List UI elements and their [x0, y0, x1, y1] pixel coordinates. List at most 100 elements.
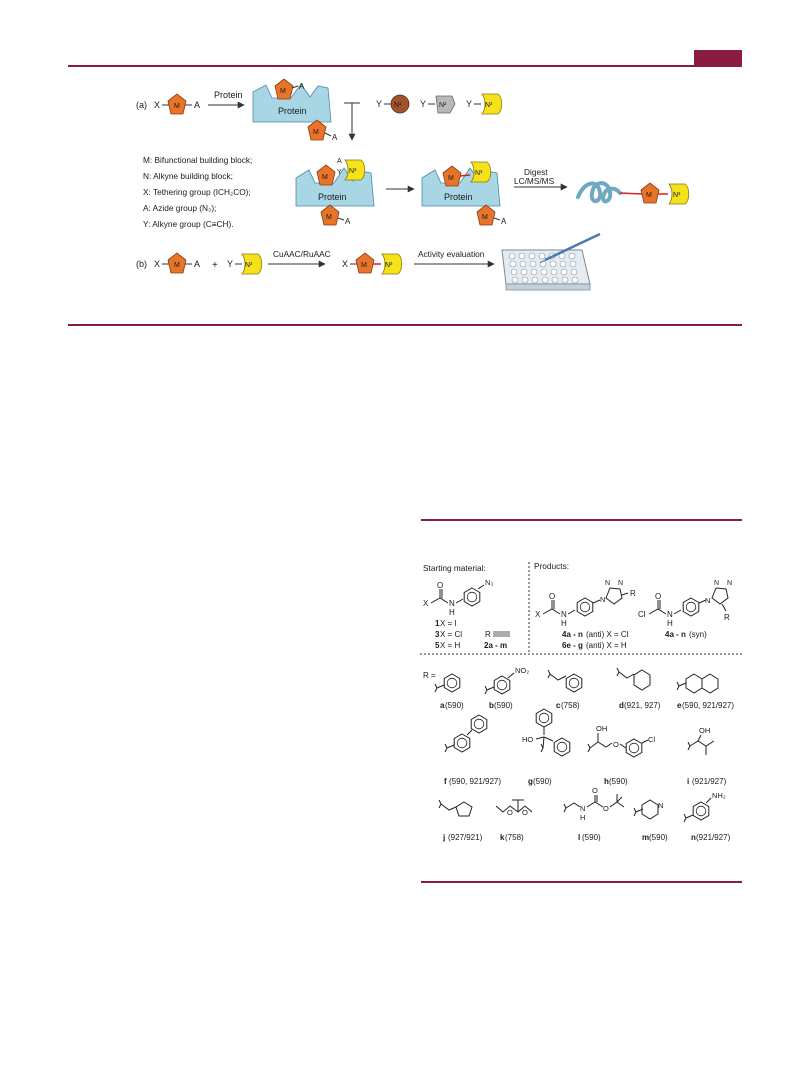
svg-text:A: A [345, 217, 351, 226]
substituent-e [676, 673, 719, 694]
sm-1-text: X = I [440, 619, 457, 628]
svg-text:A: A [501, 217, 507, 226]
label-k-num: (758) [505, 833, 524, 842]
substituent-labels-row-1: a (590) b (590) c (758) d (921, 927) e (… [440, 701, 734, 710]
svg-text:N³: N³ [485, 102, 493, 109]
label-b-letter: b [489, 701, 494, 710]
label-e-num: (590, 921/927) [682, 701, 734, 710]
svg-text:M: M [361, 262, 367, 269]
digest-label: Digest [524, 167, 548, 177]
label-h-num: (590) [609, 777, 628, 786]
substituent-n: NH₂ [683, 791, 726, 823]
label-f-num: (590, 921/927) [449, 777, 501, 786]
svg-text:H: H [580, 813, 585, 822]
svg-text:NO₂: NO₂ [515, 666, 529, 675]
svg-text:R: R [724, 613, 730, 622]
anti-product-structure: X O N H N N N R [535, 580, 636, 628]
svg-text:Y: Y [376, 99, 382, 109]
svg-text:Protein: Protein [444, 192, 473, 202]
svg-text:N³: N³ [673, 192, 681, 199]
svg-text:N: N [600, 595, 605, 604]
protein-2-shape [295, 167, 375, 207]
svg-text:N²: N² [439, 102, 447, 109]
label-j-num: (927/921) [448, 833, 483, 842]
scheme-a: (a) X M A Protein Protein M A M A Y N¹ Y… [136, 78, 503, 142]
svg-text:N: N [449, 599, 455, 608]
substituent-i: OH [687, 726, 715, 755]
svg-text:N: N [667, 610, 673, 619]
label-d-num: (921, 927) [624, 701, 661, 710]
protein-1-label: Protein [278, 106, 307, 116]
substituent-k: O O [495, 799, 533, 817]
label-b-num: (590) [494, 701, 513, 710]
substituent-labels-row-3: j (927/921) k (758) l (590) m (590) n (9… [442, 833, 731, 842]
svg-text:R: R [485, 630, 491, 639]
sm-5-number: 5 [435, 641, 440, 650]
svg-text:O: O [549, 592, 555, 601]
label-f-letter: f [444, 777, 447, 786]
svg-text:O: O [507, 808, 513, 817]
svg-text:O: O [655, 592, 661, 601]
label-a-num: (590) [445, 701, 464, 710]
svg-text:H: H [561, 619, 567, 628]
m-letter: M [174, 103, 180, 110]
sm-3-number: 3 [435, 630, 440, 639]
svg-text:N¹: N¹ [394, 102, 402, 109]
svg-text:O: O [592, 786, 598, 795]
svg-text:O: O [613, 740, 619, 749]
svg-text:N: N [658, 801, 663, 810]
scheme-b: (b) X M A + Y N³ CuAAC/RuAAC X M N³ Acti… [136, 232, 601, 291]
substituent-b: NO₂ [484, 666, 529, 695]
svg-text:N: N [714, 580, 719, 587]
label-k-letter: k [500, 833, 505, 842]
svg-text:N³: N³ [349, 168, 357, 175]
header-tab [694, 50, 742, 65]
label-e-letter: e [677, 701, 682, 710]
svg-text:Cl: Cl [648, 735, 655, 744]
svg-text:N³: N³ [475, 170, 483, 177]
label-n-num: (921/927) [696, 833, 731, 842]
svg-text:A: A [194, 259, 200, 269]
svg-text:Y: Y [420, 99, 426, 109]
anti-label-2-text: (anti) X = H [586, 641, 627, 650]
substituent-d [616, 667, 651, 691]
substituent-g: HO [522, 708, 571, 757]
svg-text:X: X [342, 259, 348, 269]
peptide-coil-icon [576, 181, 622, 204]
svg-text:NH₂: NH₂ [712, 791, 726, 800]
x-label: X [154, 100, 160, 110]
svg-text:N: N [727, 580, 732, 587]
syn-product-structure: Cl O N H N N N R [638, 580, 732, 628]
svg-text:Cl: Cl [638, 610, 646, 619]
svg-text:N³: N³ [385, 262, 393, 269]
svg-text:Y: Y [227, 259, 233, 269]
label-i-letter: i [687, 777, 689, 786]
header-rule [68, 65, 742, 67]
label-l-num: (590) [582, 833, 601, 842]
scheme-a-label: (a) [136, 100, 147, 110]
svg-text:X: X [154, 259, 160, 269]
label-m-num: (590) [649, 833, 668, 842]
svg-text:N: N [580, 804, 585, 813]
sm-2-label: 2a - m [484, 641, 507, 650]
label-n-letter: n [691, 833, 696, 842]
svg-text:M: M [280, 88, 286, 95]
starting-material-header: Starting material: [423, 563, 486, 573]
label-i-num: (921/927) [692, 777, 727, 786]
scheme-legend: M: Bifunctional building block; N: Alkyn… [143, 155, 252, 229]
activity-label: Activity evaluation [418, 249, 485, 259]
label-j-letter: j [442, 833, 445, 842]
svg-text:M: M [448, 175, 454, 182]
label-d-letter: d [619, 701, 624, 710]
substituent-f [444, 714, 488, 753]
svg-text:M: M [326, 214, 332, 221]
scheme-b-label: (b) [136, 259, 147, 269]
legend-line-2: N: Alkyne building block; [143, 171, 233, 181]
sm-3-text: X = Cl [440, 630, 462, 639]
sm-1-number: 1 [435, 619, 440, 628]
svg-text:X: X [535, 610, 541, 619]
figure-2-top-rule [421, 519, 742, 521]
label-c-num: (758) [561, 701, 580, 710]
svg-text:Y: Y [466, 99, 472, 109]
